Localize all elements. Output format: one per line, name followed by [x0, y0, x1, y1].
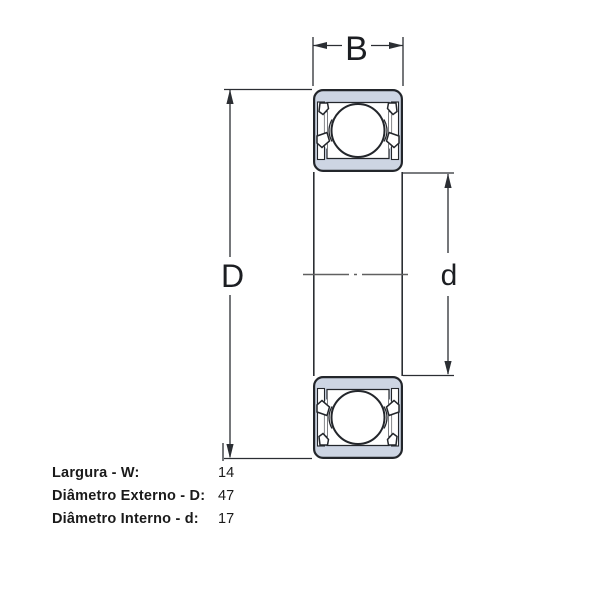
arrowhead-down-icon	[444, 361, 452, 375]
spec-table: Largura - W: 14 Diâmetro Externo - D: 47…	[52, 462, 372, 531]
arrowhead-down-icon	[226, 444, 234, 459]
width-dimension-label: B	[345, 30, 368, 68]
spec-row-outer-diameter: Diâmetro Externo - D: 47	[52, 485, 372, 508]
spec-row-inner-diameter: Diâmetro Interno - d: 17	[52, 508, 372, 531]
spec-value-inner-diameter: 17	[218, 511, 235, 527]
inner-diameter-dimension-label: d	[441, 259, 458, 292]
arrowhead-up-icon	[444, 173, 452, 188]
spec-label-outer-diameter: Diâmetro Externo - D:	[52, 488, 206, 504]
arrowhead-up-icon	[226, 89, 234, 104]
bearing-block-bottom	[314, 377, 402, 458]
dimension-width-B	[312, 37, 404, 86]
arrowhead-left-icon	[313, 42, 327, 49]
spec-row-width: Largura - W: 14	[52, 462, 372, 485]
outer-diameter-dimension-label: D	[221, 258, 244, 294]
arrowhead-right-icon	[389, 42, 403, 49]
spec-label-width: Largura - W:	[52, 465, 140, 481]
dimension-outer-D	[222, 88, 312, 461]
spec-label-inner-diameter: Diâmetro Interno - d:	[52, 511, 199, 527]
spec-value-outer-diameter: 47	[218, 488, 235, 504]
bearing-block-top	[314, 90, 402, 171]
spec-value-width: 14	[218, 465, 235, 481]
dimension-inner-d	[403, 172, 454, 377]
